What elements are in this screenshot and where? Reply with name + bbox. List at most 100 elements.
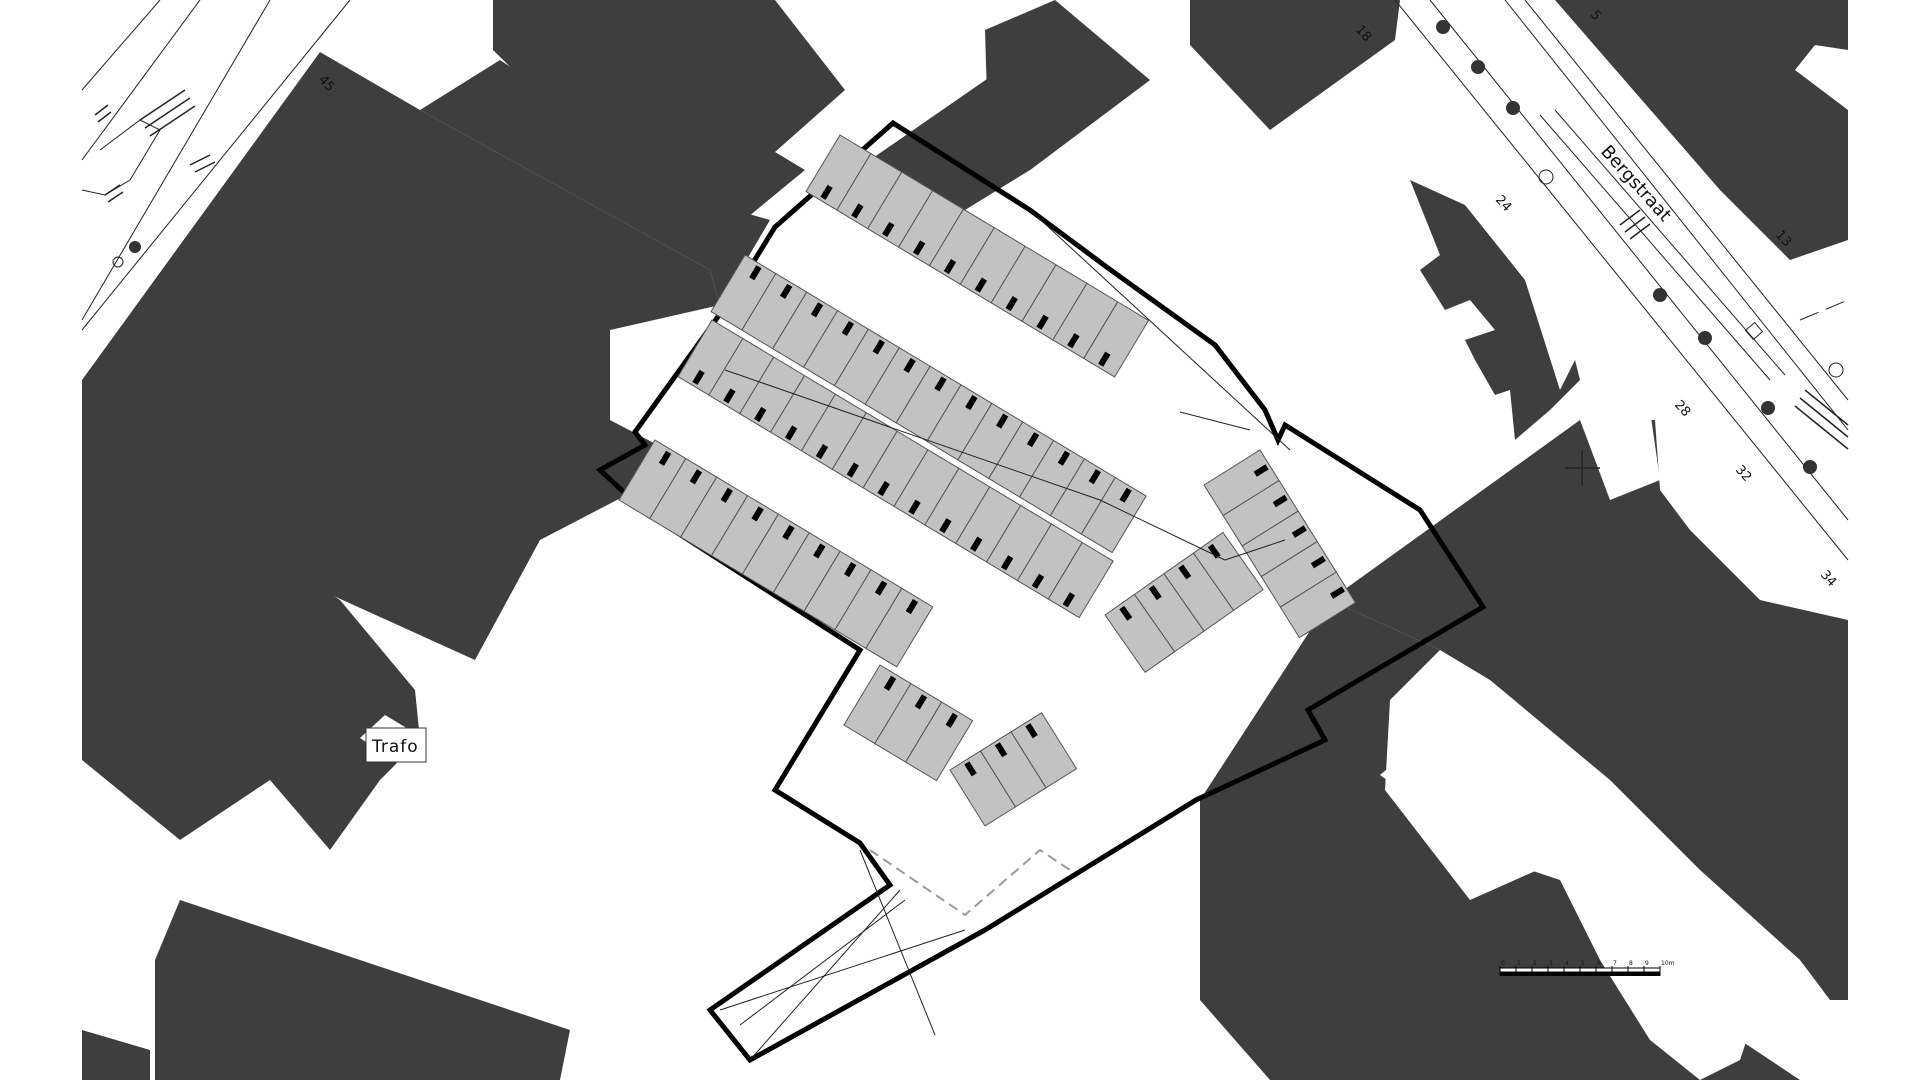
wheel-stop (974, 277, 988, 293)
building-southwest (155, 900, 570, 1080)
wheel-stop (1329, 586, 1345, 599)
wheel-stop (1310, 555, 1326, 569)
parking-bay (1279, 571, 1357, 639)
tree-grate-nw (94, 89, 216, 203)
scale-tick-label: 0 (1501, 960, 1505, 967)
wheel-stop (945, 712, 958, 728)
courtyard-east (1580, 410, 1660, 500)
wheel-stop (934, 376, 947, 392)
wheel-stop (813, 543, 826, 559)
courtyard-southeast (1380, 700, 1760, 1080)
wheel-stop (914, 694, 928, 710)
wheel-stop (970, 536, 983, 552)
manhole-b7 (1803, 460, 1817, 474)
wheel-stop (965, 395, 978, 411)
wheel-stop (780, 283, 793, 299)
building-east-28 (1330, 420, 1848, 1000)
wheel-stop (851, 203, 864, 219)
wheel-stop (1005, 296, 1018, 312)
wheel-stop (1036, 314, 1049, 330)
wheel-stop (882, 221, 895, 237)
wheel-stop (1291, 525, 1307, 538)
scale-tick-label: 9 (1645, 960, 1649, 967)
scale-tick-label: 10m (1661, 960, 1675, 967)
wheel-stop (939, 518, 952, 534)
wheel-stop (1253, 464, 1269, 477)
scale-tick-label: 8 (1629, 960, 1633, 967)
manhole-b1 (1436, 20, 1450, 34)
building-southwest-corner (82, 1030, 150, 1080)
wheel-stop (877, 481, 890, 497)
scale-tick-label: 2 (1533, 960, 1537, 967)
wheel-stop (1088, 469, 1101, 485)
wheel-stop (996, 413, 1009, 429)
trafo-label: Trafo (371, 737, 419, 757)
trafo-box (365, 727, 427, 763)
wheel-stop (689, 469, 703, 485)
wheel-stop (1000, 555, 1014, 571)
scale-tick-label: 1 (1517, 960, 1521, 967)
wheel-stop (1098, 351, 1111, 367)
scale-tick-label: 4 (1565, 960, 1569, 967)
manhole-b3 (1506, 101, 1520, 115)
building-north-center (870, 35, 1150, 210)
parking-bay (865, 587, 934, 668)
parking-bay (1010, 712, 1078, 789)
wheel-stop (1067, 333, 1080, 349)
parking-bay (1192, 531, 1264, 612)
building-west-lower (82, 380, 420, 850)
cross-marker (1565, 450, 1600, 486)
wheel-stop (658, 450, 672, 466)
wheel-stop (784, 425, 798, 441)
building-west-large (82, 52, 720, 660)
manhole-nw (129, 241, 141, 253)
wheel-stop (874, 580, 888, 596)
wheel-stop (943, 258, 957, 275)
manhole-b6 (1761, 401, 1775, 415)
building-northeast-5 (1555, 0, 1848, 260)
tree-grate-bergstraat (1619, 209, 1849, 450)
wheel-stop (692, 369, 705, 385)
wheel-stop (1025, 723, 1038, 739)
parking-lot-boundary (595, 119, 1487, 1064)
wheel-stop (1178, 564, 1192, 580)
scale-tick-label: 5 (1581, 960, 1585, 967)
parking-bay (1047, 541, 1114, 619)
wheel-stop (905, 599, 919, 615)
manhole-b2 (1471, 60, 1485, 74)
wheel-stop (843, 561, 857, 578)
lamp-b2 (1828, 362, 1844, 378)
parking-bay (1083, 301, 1150, 378)
wheel-stop (1272, 494, 1288, 508)
building-northeast-18 (1190, 0, 1400, 130)
building-southeast (1200, 600, 1800, 1080)
wheel-stop (815, 443, 829, 460)
wheel-stop (1031, 573, 1045, 589)
wheel-stop (720, 487, 733, 503)
parking-bay (904, 701, 974, 782)
parking-bay (1080, 476, 1147, 554)
wheel-stop (964, 761, 977, 777)
wheel-stop (810, 302, 824, 318)
buildings (82, 0, 1848, 1080)
wheel-stop (723, 388, 736, 404)
wheel-stop (912, 240, 926, 256)
house-number-34: 34 (1817, 568, 1839, 590)
street-northwest (81, 0, 351, 331)
building-northwest (420, 60, 770, 305)
house-number-32: 32 (1732, 463, 1754, 485)
wheel-stop (749, 265, 762, 281)
parking-bays (618, 134, 1357, 827)
wheel-stop (782, 524, 795, 540)
wheel-stop (1148, 585, 1162, 601)
circulation-lines (719, 209, 1291, 1061)
wheel-stop (903, 357, 916, 374)
lamp-nw (112, 256, 124, 268)
wheel-stop (1207, 543, 1221, 559)
house-number-28: 28 (1671, 398, 1693, 420)
scale-tick-label: 7 (1613, 960, 1617, 967)
wheel-stop (994, 742, 1008, 758)
wheel-stop (883, 675, 897, 691)
wheel-stop (841, 320, 855, 336)
